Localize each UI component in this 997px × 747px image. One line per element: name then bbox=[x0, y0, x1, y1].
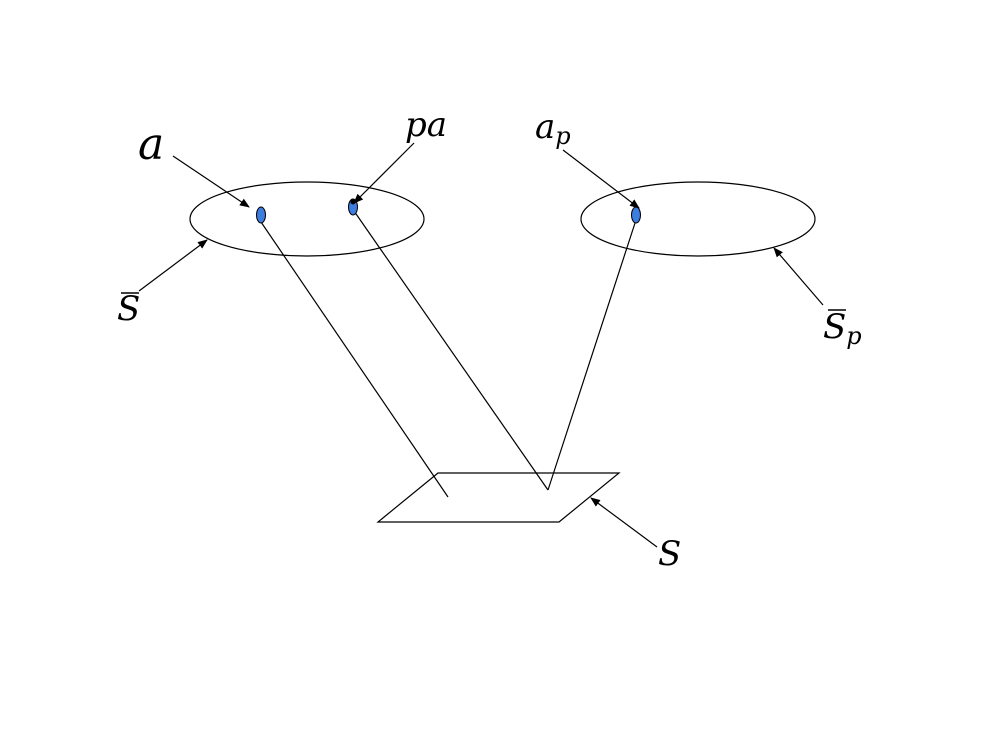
label-ap-base: a bbox=[535, 107, 555, 147]
point-a bbox=[256, 206, 266, 224]
label-s-bar-p-text: Sp bbox=[823, 307, 862, 350]
map-line-pa bbox=[353, 210, 549, 491]
label-ap-sub: p bbox=[555, 122, 570, 150]
arrow-s-bar-p bbox=[773, 247, 824, 306]
point-ap bbox=[631, 206, 641, 224]
arrow-ap bbox=[562, 149, 640, 209]
label-s-bar-p-sub: p bbox=[846, 322, 861, 350]
label-s-bar-p-base: S bbox=[823, 307, 846, 347]
label-a: a bbox=[138, 119, 164, 170]
label-s-bar-p: Sp bbox=[823, 307, 862, 350]
label-s: S bbox=[658, 534, 681, 574]
label-pa: pa bbox=[405, 105, 447, 145]
arrow-s-bar bbox=[138, 239, 208, 292]
label-ap: ap bbox=[535, 107, 571, 150]
map-line-ap bbox=[547, 219, 637, 491]
arrow-s bbox=[590, 497, 658, 548]
arrow-pa bbox=[353, 142, 415, 204]
set-s-bar-p-ellipse bbox=[580, 181, 816, 257]
label-s-bar-text: S bbox=[117, 289, 140, 329]
set-s-bar-ellipse bbox=[189, 181, 425, 257]
arrow-a bbox=[172, 155, 250, 208]
label-s-bar: S bbox=[117, 289, 140, 329]
map-line-a bbox=[260, 221, 449, 498]
set-s-parallelogram bbox=[376, 472, 621, 523]
